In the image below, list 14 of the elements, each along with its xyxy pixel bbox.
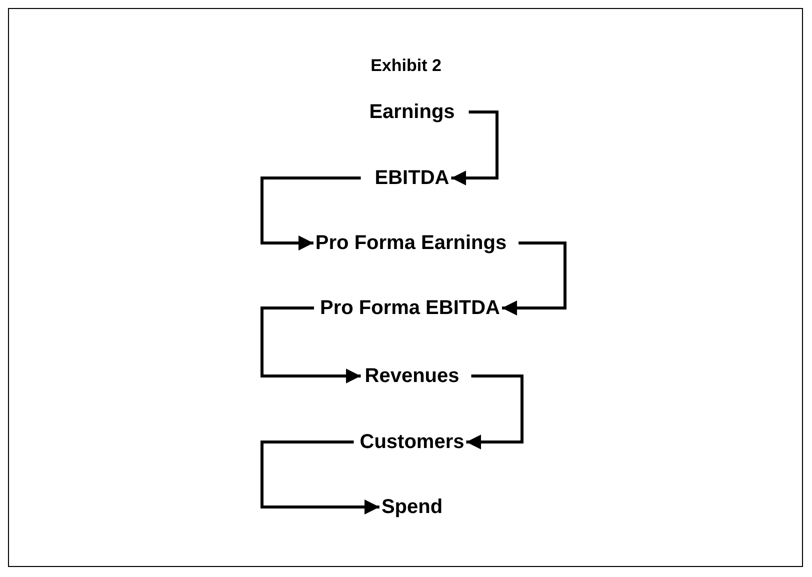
arrow <box>260 176 361 250</box>
step-label: Customers <box>358 430 466 454</box>
step-label: Pro Forma Earnings <box>313 231 509 255</box>
step-label: Spend <box>379 495 445 519</box>
arrow <box>260 440 380 514</box>
step-label: Revenues <box>362 364 462 388</box>
step-label: EBITDA <box>372 166 452 190</box>
arrow <box>260 306 361 384</box>
arrow <box>466 374 524 450</box>
arrow <box>502 242 566 316</box>
step-label: Pro Forma EBITDA <box>318 296 502 320</box>
title: Exhibit 2 <box>370 56 442 76</box>
arrow <box>451 110 498 186</box>
step-label: Earnings <box>367 100 457 124</box>
